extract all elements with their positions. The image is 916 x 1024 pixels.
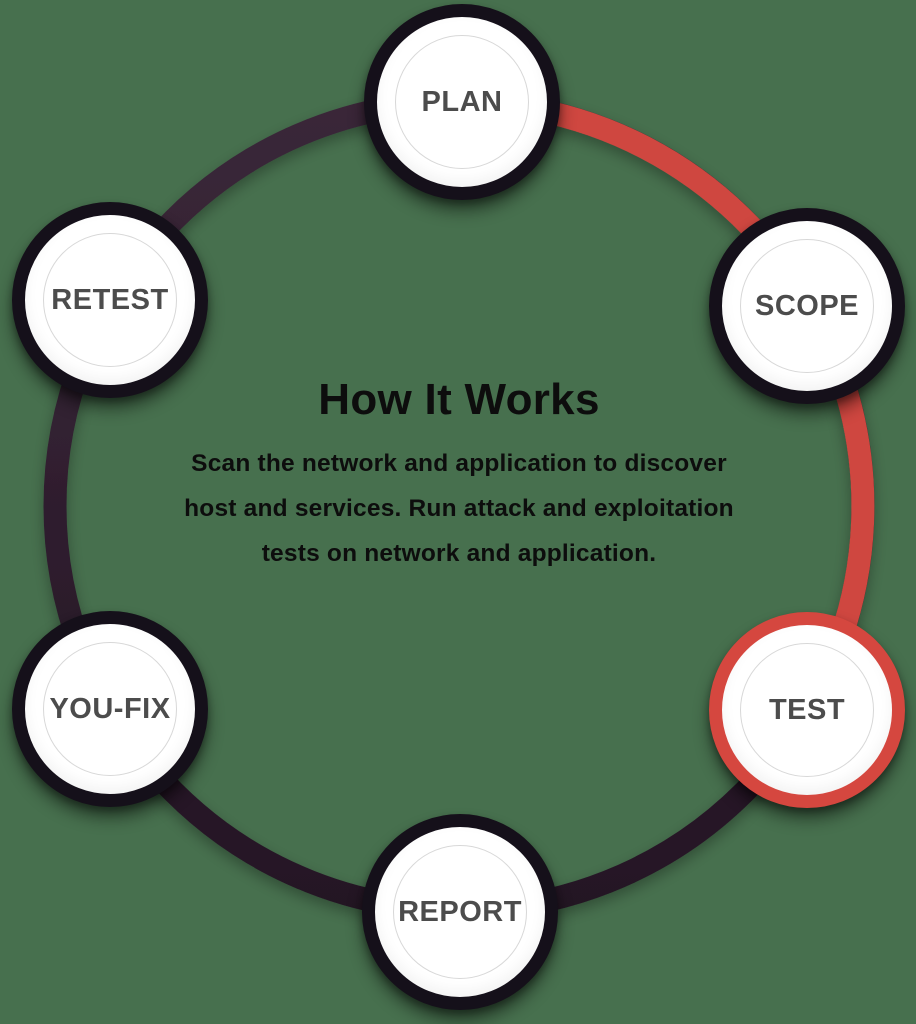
step-node-test[interactable]: TEST [709, 612, 905, 808]
step-node-retest[interactable]: RETEST [12, 202, 208, 398]
step-label-retest: RETEST [51, 283, 169, 316]
step-label-plan: PLAN [421, 85, 503, 118]
center-text-block: How It Works Scan the network and applic… [148, 374, 770, 576]
diagram-title: How It Works [318, 375, 600, 424]
step-label-test: TEST [768, 693, 846, 726]
step-label-scope: SCOPE [754, 289, 860, 322]
diagram-description: Scan the network and application to disc… [184, 449, 734, 567]
step-node-plan[interactable]: PLAN [364, 4, 560, 200]
step-node-you-fix[interactable]: YOU-FIX [12, 611, 208, 807]
step-node-report[interactable]: REPORT [362, 814, 558, 1010]
step-label-you-fix: YOU-FIX [49, 692, 171, 725]
step-label-report: REPORT [398, 895, 522, 928]
